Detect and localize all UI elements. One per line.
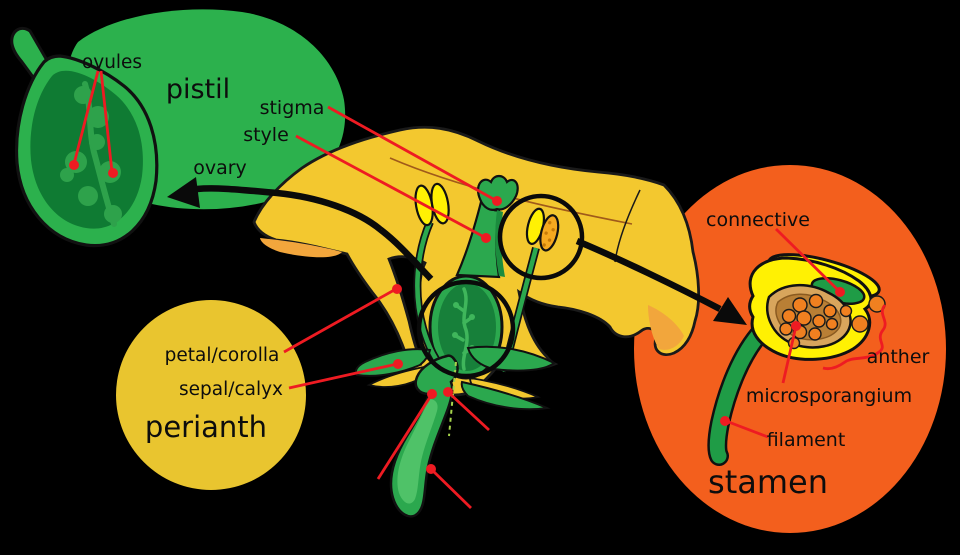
leader-dot-connective — [835, 287, 845, 297]
arrow-to-ovary-inset — [167, 177, 434, 282]
leader-line-petal — [283, 287, 397, 354]
anther-label: anther — [867, 346, 930, 368]
leader-dot-receptacle — [427, 389, 437, 399]
leader-dot-filament — [720, 416, 730, 426]
leader-line-microsporangium — [781, 325, 798, 384]
style-label: style — [243, 124, 289, 146]
stigma-label: stigma — [260, 97, 325, 119]
perianth-title: perianth — [145, 410, 267, 444]
leader-lines — [69, 70, 887, 510]
microsporangium-label: microsporangium — [746, 385, 912, 407]
stamen-title: stamen — [708, 463, 828, 501]
flower-illustration — [252, 125, 701, 518]
sepals — [354, 345, 556, 411]
ovary-annotation-circle — [416, 279, 516, 379]
loose-pollen-grains — [839, 295, 886, 333]
leader-line-pedicel — [430, 467, 472, 510]
perianth-inset-bubble — [116, 300, 306, 490]
leader-dot-petal — [392, 284, 402, 294]
leader-line-ovule-right — [99, 70, 114, 173]
anther-squiggle-bracket — [822, 304, 887, 371]
sepal-calyx-label: sepal/calyx — [179, 379, 283, 400]
leader-line-ovule-left — [72, 70, 100, 165]
leader-dot-axis — [443, 387, 453, 397]
ovules-label: ovules — [82, 52, 142, 73]
connective-label: connective — [706, 209, 810, 231]
petal-corolla-label: petal/corolla — [165, 345, 280, 366]
right-anther — [525, 207, 560, 252]
pistil-stigma — [476, 174, 519, 211]
leader-line-receptacle — [376, 393, 434, 480]
arrow-to-stamen-inset — [575, 237, 747, 325]
petal-shading-left — [260, 238, 342, 258]
leader-dot-style — [481, 233, 491, 243]
petal-shading-right-tip — [648, 305, 684, 350]
anther-annotation-circle — [497, 193, 585, 281]
arrowhead — [167, 177, 200, 208]
ovary-label: ovary — [193, 157, 247, 179]
leader-dot-ovule-left — [69, 160, 79, 170]
leader-line-connective — [775, 228, 840, 292]
leader-line-sepal — [288, 362, 398, 390]
leader-dot-ovule-right — [108, 168, 118, 178]
leader-dot-sepal — [393, 359, 403, 369]
leader-dot-microsporangium — [791, 321, 801, 331]
leader-line-style — [295, 134, 487, 240]
pistil-title: pistil — [166, 74, 230, 105]
leader-line-axis — [447, 390, 490, 432]
filament-label: filament — [767, 429, 846, 451]
leader-line-stigma — [327, 105, 498, 203]
leader-dot-stigma — [492, 196, 502, 206]
sepal-right-lower — [460, 380, 551, 411]
arrowhead — [713, 297, 747, 325]
ovary-body-interior — [30, 70, 143, 229]
leader-dot-pedicel — [426, 464, 436, 474]
stem-highlight — [397, 399, 438, 504]
leader-line-filament — [725, 419, 769, 439]
